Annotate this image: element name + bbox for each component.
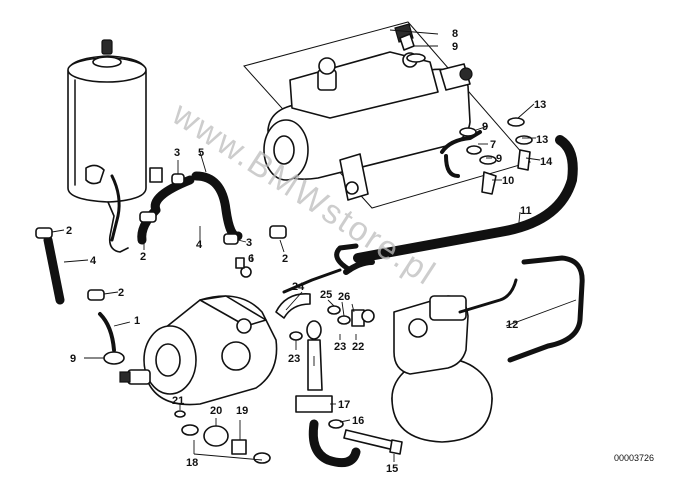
callout-13: 13 (534, 99, 546, 111)
callout-labels: 8 9 13 9 13 7 9 14 10 11 12 3 5 4 3 6 2 … (66, 28, 553, 475)
callout-9: 9 (452, 41, 458, 53)
callout-21: 21 (172, 395, 184, 407)
reservoir (67, 39, 163, 253)
fittings (35, 33, 533, 464)
callout-12: 12 (506, 319, 518, 331)
callout-19: 19 (236, 405, 248, 417)
callout-3: 3 (246, 237, 252, 249)
callout-4: 4 (90, 255, 97, 267)
hoses (43, 130, 585, 468)
callout-24: 24 (292, 281, 305, 293)
callout-2: 2 (282, 253, 288, 265)
callout-2: 2 (140, 251, 146, 263)
callout-9: 9 (496, 153, 502, 165)
steering-gearbox (263, 23, 473, 201)
callout-16: 16 (352, 415, 364, 427)
callout-9: 9 (482, 121, 488, 133)
callout-23: 23 (334, 341, 346, 353)
callout-6: 6 (248, 253, 254, 265)
callout-15: 15 (386, 463, 398, 475)
callout-13: 13 (536, 134, 548, 146)
callout-3: 3 (174, 147, 180, 159)
callout-23: 23 (288, 353, 300, 365)
callout-26: 26 (338, 291, 350, 303)
leader-lines (51, 29, 577, 462)
callout-4: 4 (196, 239, 203, 251)
callout-5: 5 (198, 147, 204, 159)
callout-10: 10 (502, 175, 514, 187)
callout-14: 14 (540, 156, 553, 168)
callout-8: 8 (452, 28, 458, 40)
callout-1: 1 (134, 315, 140, 327)
callout-11: 11 (520, 205, 532, 217)
callout-18: 18 (186, 457, 198, 469)
callout-17: 17 (338, 399, 350, 411)
callout-2: 2 (66, 225, 72, 237)
callout-20: 20 (210, 405, 222, 417)
steering-pump (119, 295, 278, 406)
callout-22: 22 (352, 341, 364, 353)
pressure-accumulator (391, 295, 493, 443)
callout-2: 2 (118, 287, 124, 299)
callout-25: 25 (320, 289, 332, 301)
drawing-code: 00003726 (614, 453, 654, 463)
callout-7: 7 (490, 139, 496, 151)
callout-9: 9 (70, 353, 76, 365)
